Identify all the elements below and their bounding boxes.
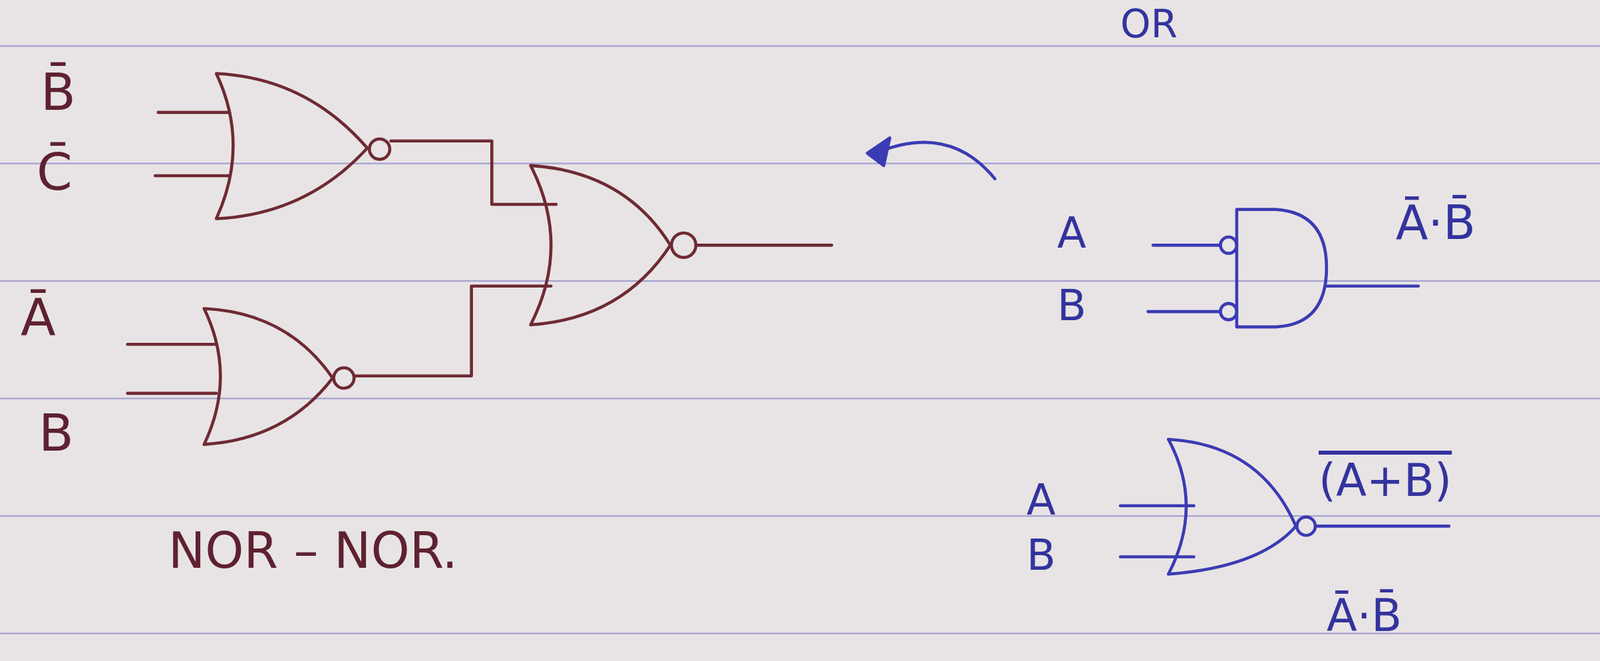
nor-gate	[530, 165, 832, 325]
input-name: A	[1026, 475, 1056, 525]
caption-note: NOR – NOR.	[168, 522, 458, 579]
input-name: B	[1057, 281, 1087, 331]
nor-gate	[127, 308, 355, 445]
heading-fragment: OR	[1120, 1, 1178, 47]
input-name: A	[1057, 208, 1087, 259]
input-name: B̄	[40, 63, 76, 123]
ruled-lines	[0, 45, 1600, 633]
input-name: Ā	[20, 288, 56, 348]
input-name: B	[1026, 530, 1056, 581]
nor-gate	[155, 73, 390, 219]
arrow	[867, 137, 996, 179]
output-expression: Ā·B̄	[1326, 590, 1402, 642]
and-gate-inverted-inputs	[1148, 209, 1419, 327]
wire	[355, 141, 557, 376]
output-expression: (A+B)	[1318, 455, 1452, 507]
output-expression: Ā·B̄	[1395, 195, 1476, 251]
input-name: B	[38, 403, 74, 464]
input-name: C̄	[36, 143, 73, 203]
